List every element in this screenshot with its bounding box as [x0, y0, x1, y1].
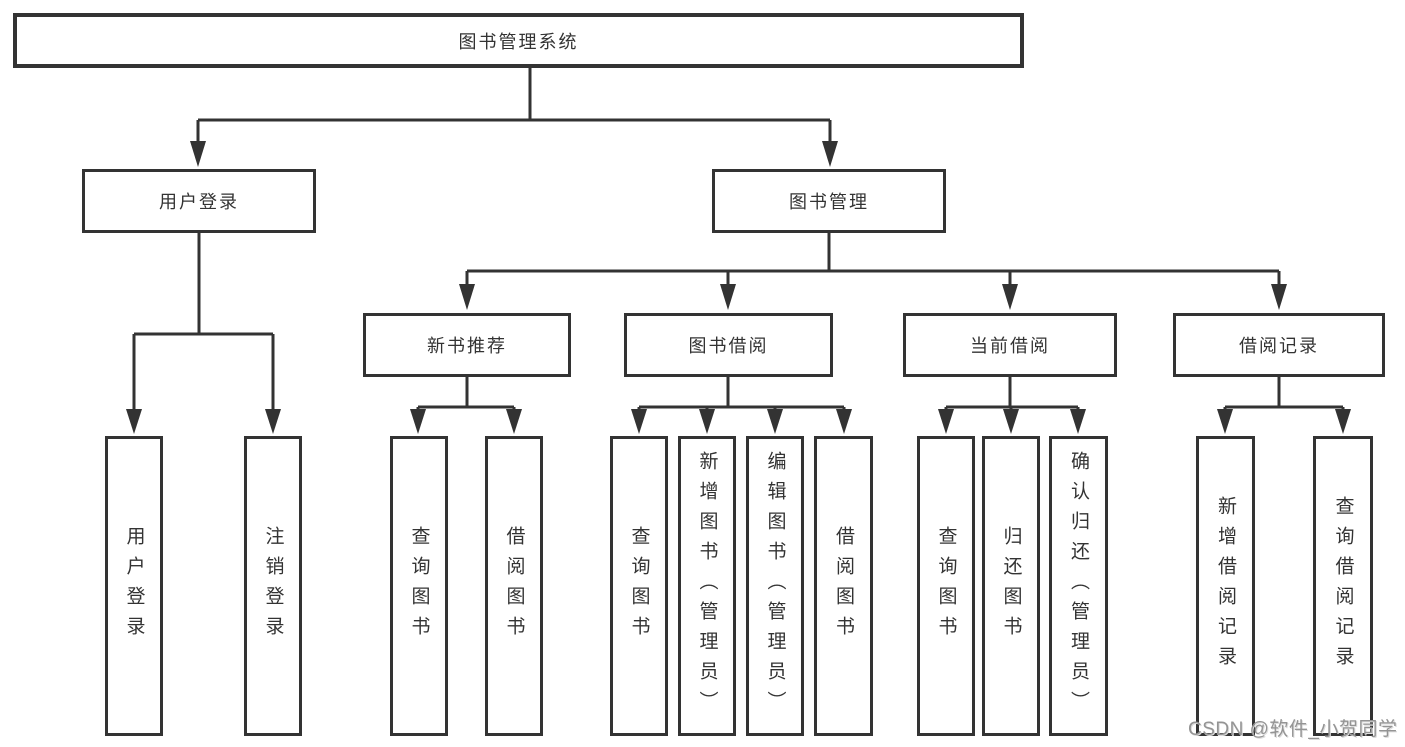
node-root-label: 图书管理系统: [458, 31, 579, 52]
leaf-borrow-books: 借阅图书: [814, 436, 873, 736]
leaf-query-borrow-record-label: 查询借阅记录: [1332, 496, 1354, 676]
node-user-login: 用户登录: [82, 169, 316, 233]
leaf-add-borrow-record: 新增借阅记录: [1196, 436, 1255, 736]
leaf-edit-books-admin-label: 编辑图书（管理员）: [764, 451, 786, 721]
leaf-borrow-books-recommend-label: 借阅图书: [503, 526, 525, 646]
leaf-confirm-return-admin-label: 确认归还（管理员）: [1068, 451, 1089, 721]
leaf-return-books: 归还图书: [982, 436, 1040, 736]
node-new-book-recommendation-label: 新书推荐: [427, 336, 507, 356]
leaf-query-books-borrowing-label: 查询图书: [628, 526, 650, 646]
leaf-query-books-current: 查询图书: [917, 436, 975, 736]
node-current-borrowing-label: 当前借阅: [970, 336, 1050, 356]
node-book-management-label: 图书管理: [789, 192, 869, 212]
leaf-logout-label: 注销登录: [262, 526, 284, 646]
node-book-borrowing: 图书借阅: [624, 313, 833, 377]
leaf-edit-books-admin: 编辑图书（管理员）: [746, 436, 804, 736]
node-book-management: 图书管理: [712, 169, 946, 233]
node-book-borrowing-label: 图书借阅: [688, 336, 769, 356]
leaf-logout: 注销登录: [244, 436, 302, 736]
leaf-add-borrow-record-label: 新增借阅记录: [1215, 496, 1236, 676]
leaf-confirm-return-admin: 确认归还（管理员）: [1049, 436, 1108, 736]
leaf-query-borrow-record: 查询借阅记录: [1313, 436, 1373, 736]
leaf-query-books-current-label: 查询图书: [935, 526, 957, 646]
leaf-add-books-admin-label: 新增图书（管理员）: [696, 451, 718, 721]
arrowheads: [126, 141, 1351, 434]
leaf-query-books-borrowing: 查询图书: [610, 436, 668, 736]
leaf-user-login-label: 用户登录: [123, 526, 145, 646]
node-borrowing-records-label: 借阅记录: [1239, 336, 1319, 356]
node-user-login-label: 用户登录: [159, 192, 239, 212]
leaf-query-books-recommend-label: 查询图书: [408, 526, 430, 646]
leaf-borrow-books-recommend: 借阅图书: [485, 436, 543, 736]
leaf-add-books-admin: 新增图书（管理员）: [678, 436, 736, 736]
node-borrowing-records: 借阅记录: [1173, 313, 1385, 377]
csdn-watermark: CSDN @软件_小贺同学: [1188, 719, 1398, 740]
leaf-return-books-label: 归还图书: [1000, 526, 1022, 646]
leaf-user-login: 用户登录: [105, 436, 163, 736]
node-new-book-recommendation: 新书推荐: [363, 313, 571, 377]
leaf-query-books-recommend: 查询图书: [390, 436, 448, 736]
node-current-borrowing: 当前借阅: [903, 313, 1117, 377]
leaf-borrow-books-label: 借阅图书: [833, 526, 854, 646]
node-root-system: 图书管理系统: [13, 13, 1024, 68]
